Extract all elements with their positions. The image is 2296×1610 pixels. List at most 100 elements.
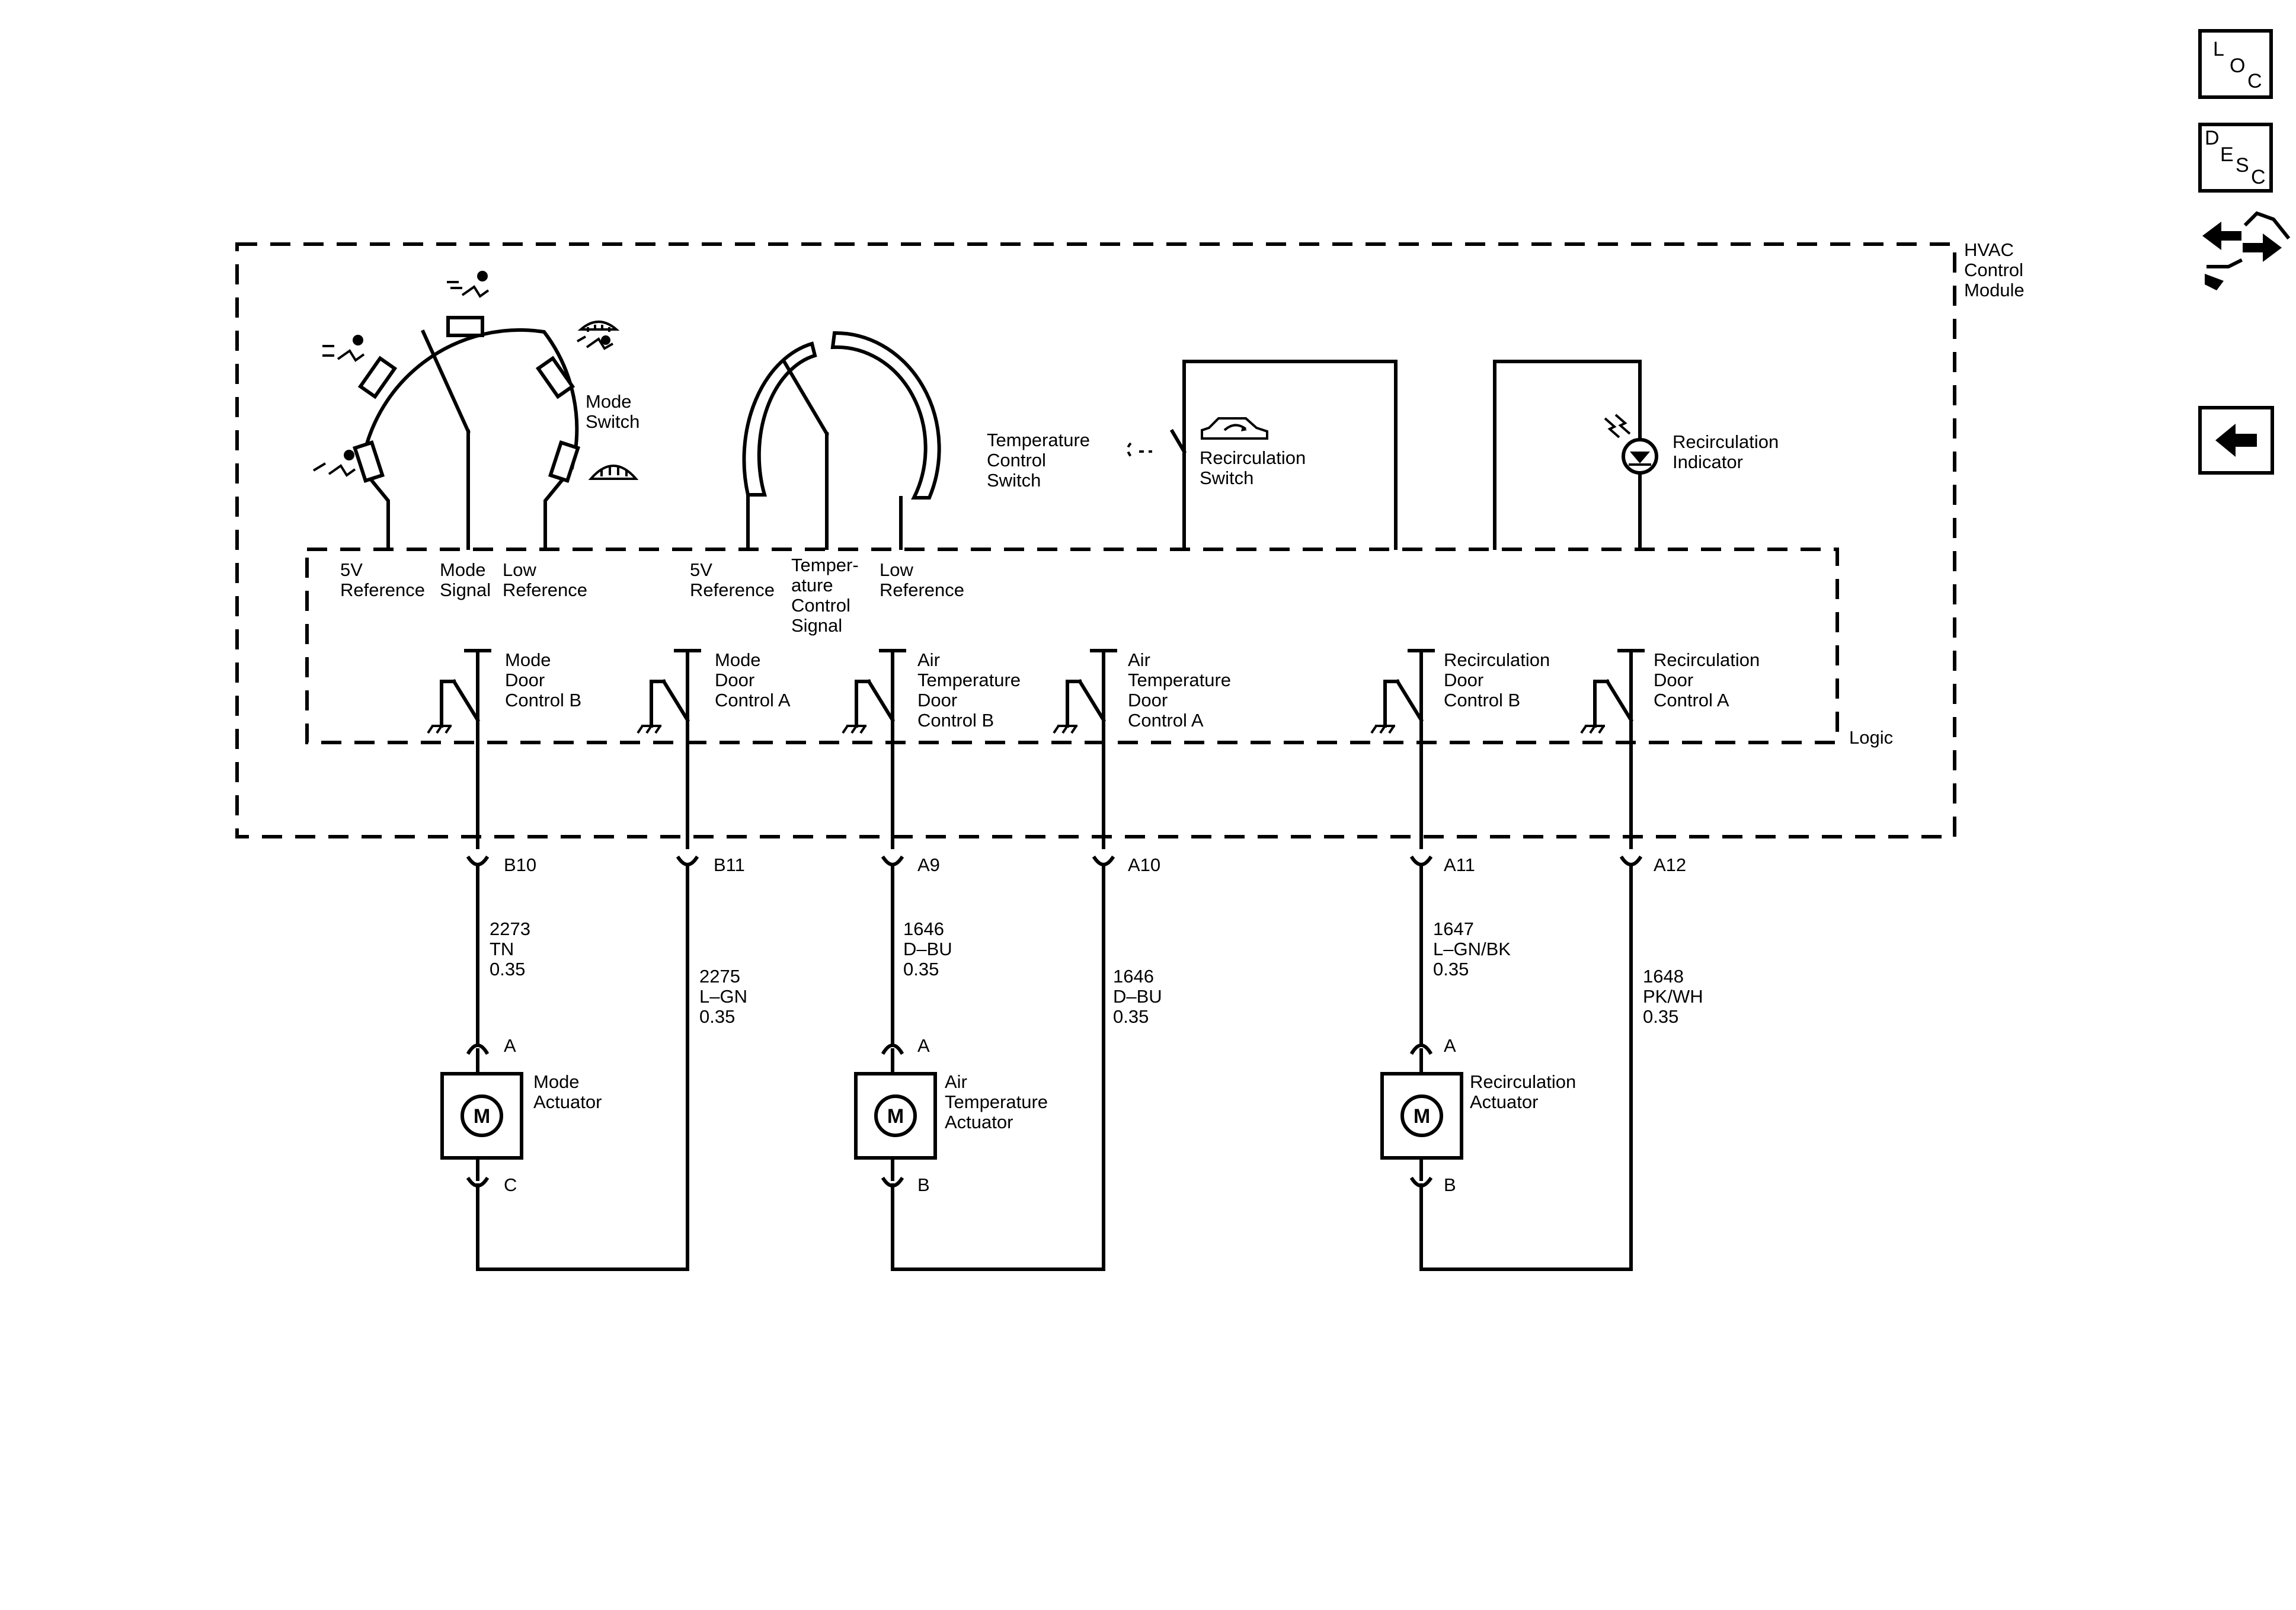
temperature-control-switch: Temperature Control Switch <box>987 430 1152 491</box>
svg-text:Recirculation: Recirculation <box>1673 431 1779 452</box>
svg-text:Door: Door <box>715 670 754 690</box>
driver-recirculation-door-control-b: Recirculation Door Control B <box>1370 649 1550 737</box>
input-labels: 5V Reference Mode Signal Low Reference 5… <box>340 555 964 636</box>
connector-label: A10 <box>1128 854 1160 875</box>
input-label: Signal <box>440 580 491 600</box>
driver-recirculation-door-control-a: Recirculation Door Control A <box>1580 649 1760 737</box>
svg-text:L: L <box>2213 38 2224 60</box>
svg-text:L–GN: L–GN <box>699 986 747 1007</box>
svg-text:0.35: 0.35 <box>1113 1006 1149 1027</box>
svg-text:0.35: 0.35 <box>699 1006 735 1027</box>
svg-text:TN: TN <box>490 939 514 959</box>
loc-button[interactable]: L O C <box>2198 29 2273 99</box>
connector-views-icon[interactable] <box>2202 211 2291 290</box>
svg-text:Air: Air <box>1128 649 1150 670</box>
air-temperature-actuator: M A B Air Temperature Actuator <box>854 1035 1048 1195</box>
connector-label: B10 <box>504 854 536 875</box>
recirculation-car-icon <box>1201 417 1268 440</box>
input-label: Control <box>791 595 850 616</box>
input-label: Reference <box>880 580 964 600</box>
input-label: 5V <box>690 559 712 580</box>
driver-mode-door-control-a: Mode Door Control A <box>637 649 791 737</box>
svg-text:Switch: Switch <box>1200 468 1253 488</box>
svg-text:Module: Module <box>1964 280 2025 300</box>
svg-text:Control A: Control A <box>1654 690 1729 710</box>
svg-text:1648: 1648 <box>1643 966 1684 987</box>
svg-text:0.35: 0.35 <box>1433 959 1469 980</box>
svg-text:0.35: 0.35 <box>903 959 939 980</box>
svg-text:Control B: Control B <box>917 710 994 731</box>
wire-labels: 2273 TN 0.35 2275 L–GN 0.35 1646 D–BU 0.… <box>490 918 1703 1027</box>
input-label: ature <box>791 575 833 596</box>
svg-text:HVAC: HVAC <box>1964 239 2014 260</box>
svg-text:Temperature: Temperature <box>945 1092 1048 1112</box>
wires <box>466 733 1643 1271</box>
svg-text:Recirculation: Recirculation <box>1444 649 1550 670</box>
connector-labels: B10 B11 A9 A10 A11 A12 <box>504 854 1686 875</box>
vent-icon <box>447 271 490 298</box>
input-label: 5V <box>340 559 363 580</box>
svg-text:Door: Door <box>1444 670 1483 690</box>
svg-text:Temperature: Temperature <box>1128 670 1231 690</box>
svg-text:Door: Door <box>917 690 957 710</box>
mode-switch-label: Mode <box>586 391 632 412</box>
svg-text:C: C <box>2251 166 2266 188</box>
module-title: HVAC Control Module <box>1964 239 2025 300</box>
svg-text:0.35: 0.35 <box>490 959 525 980</box>
hvac-control-module-boundary <box>235 242 1956 838</box>
svg-text:Recirculation: Recirculation <box>1470 1071 1576 1092</box>
svg-text:C: C <box>504 1174 517 1195</box>
desc-button[interactable]: D E S C <box>2198 123 2273 193</box>
svg-text:Control: Control <box>1964 260 2023 280</box>
svg-text:2273: 2273 <box>490 918 530 939</box>
defog-icon <box>577 321 620 350</box>
connector-label: B11 <box>714 854 745 875</box>
svg-text:A: A <box>1444 1035 1456 1056</box>
bi-level-icon <box>322 335 365 362</box>
mode-switch: Mode Switch <box>312 271 639 550</box>
svg-text:1646: 1646 <box>903 918 944 939</box>
svg-text:2275: 2275 <box>699 966 740 987</box>
svg-text:D–BU: D–BU <box>1113 986 1162 1007</box>
svg-text:B: B <box>1444 1174 1456 1195</box>
input-label: Low <box>880 559 913 580</box>
svg-text:Door: Door <box>505 670 545 690</box>
svg-text:Actuator: Actuator <box>1470 1092 1538 1112</box>
motor-symbol: M <box>1414 1105 1430 1128</box>
svg-text:Door: Door <box>1654 670 1693 690</box>
input-label: Low <box>503 559 536 580</box>
svg-text:Mode: Mode <box>715 649 761 670</box>
motor-symbol: M <box>474 1105 490 1128</box>
driver-mode-door-control-b: Mode Door Control B <box>427 649 581 737</box>
svg-text:Recirculation: Recirculation <box>1654 649 1760 670</box>
floor-icon <box>312 450 356 477</box>
logic-label: Logic <box>1849 727 1893 748</box>
driver-air-temperature-door-control-b: Air Temperature Door Control B <box>842 649 1021 737</box>
connector-label: A9 <box>917 854 940 875</box>
recirculation-indicator: Recirculation Indicator <box>1493 360 1779 550</box>
svg-text:1646: 1646 <box>1113 966 1154 987</box>
svg-text:Control B: Control B <box>1444 690 1520 710</box>
svg-text:L–GN/BK: L–GN/BK <box>1433 939 1511 959</box>
svg-text:Control: Control <box>987 450 1046 470</box>
svg-text:Recirculation: Recirculation <box>1200 447 1306 468</box>
input-label: Reference <box>503 580 587 600</box>
logic-boundary <box>305 548 1839 744</box>
svg-text:A: A <box>504 1035 516 1056</box>
svg-text:Air: Air <box>917 649 940 670</box>
input-label: Reference <box>340 580 425 600</box>
svg-text:Control A: Control A <box>715 690 791 710</box>
svg-text:Air: Air <box>945 1071 967 1092</box>
recirculation-switch: Recirculation Switch <box>1169 360 1398 550</box>
back-arrow-button[interactable] <box>2198 406 2274 475</box>
svg-text:D: D <box>2205 127 2220 149</box>
svg-text:A: A <box>917 1035 930 1056</box>
svg-text:Mode: Mode <box>505 649 551 670</box>
input-label: Temper- <box>791 555 859 575</box>
svg-text:C: C <box>2247 70 2262 92</box>
svg-text:S: S <box>2236 154 2249 177</box>
mode-actuator: M A C Mode Actuator <box>440 1035 602 1195</box>
svg-text:O: O <box>2230 55 2245 77</box>
svg-text:PK/WH: PK/WH <box>1643 986 1703 1007</box>
